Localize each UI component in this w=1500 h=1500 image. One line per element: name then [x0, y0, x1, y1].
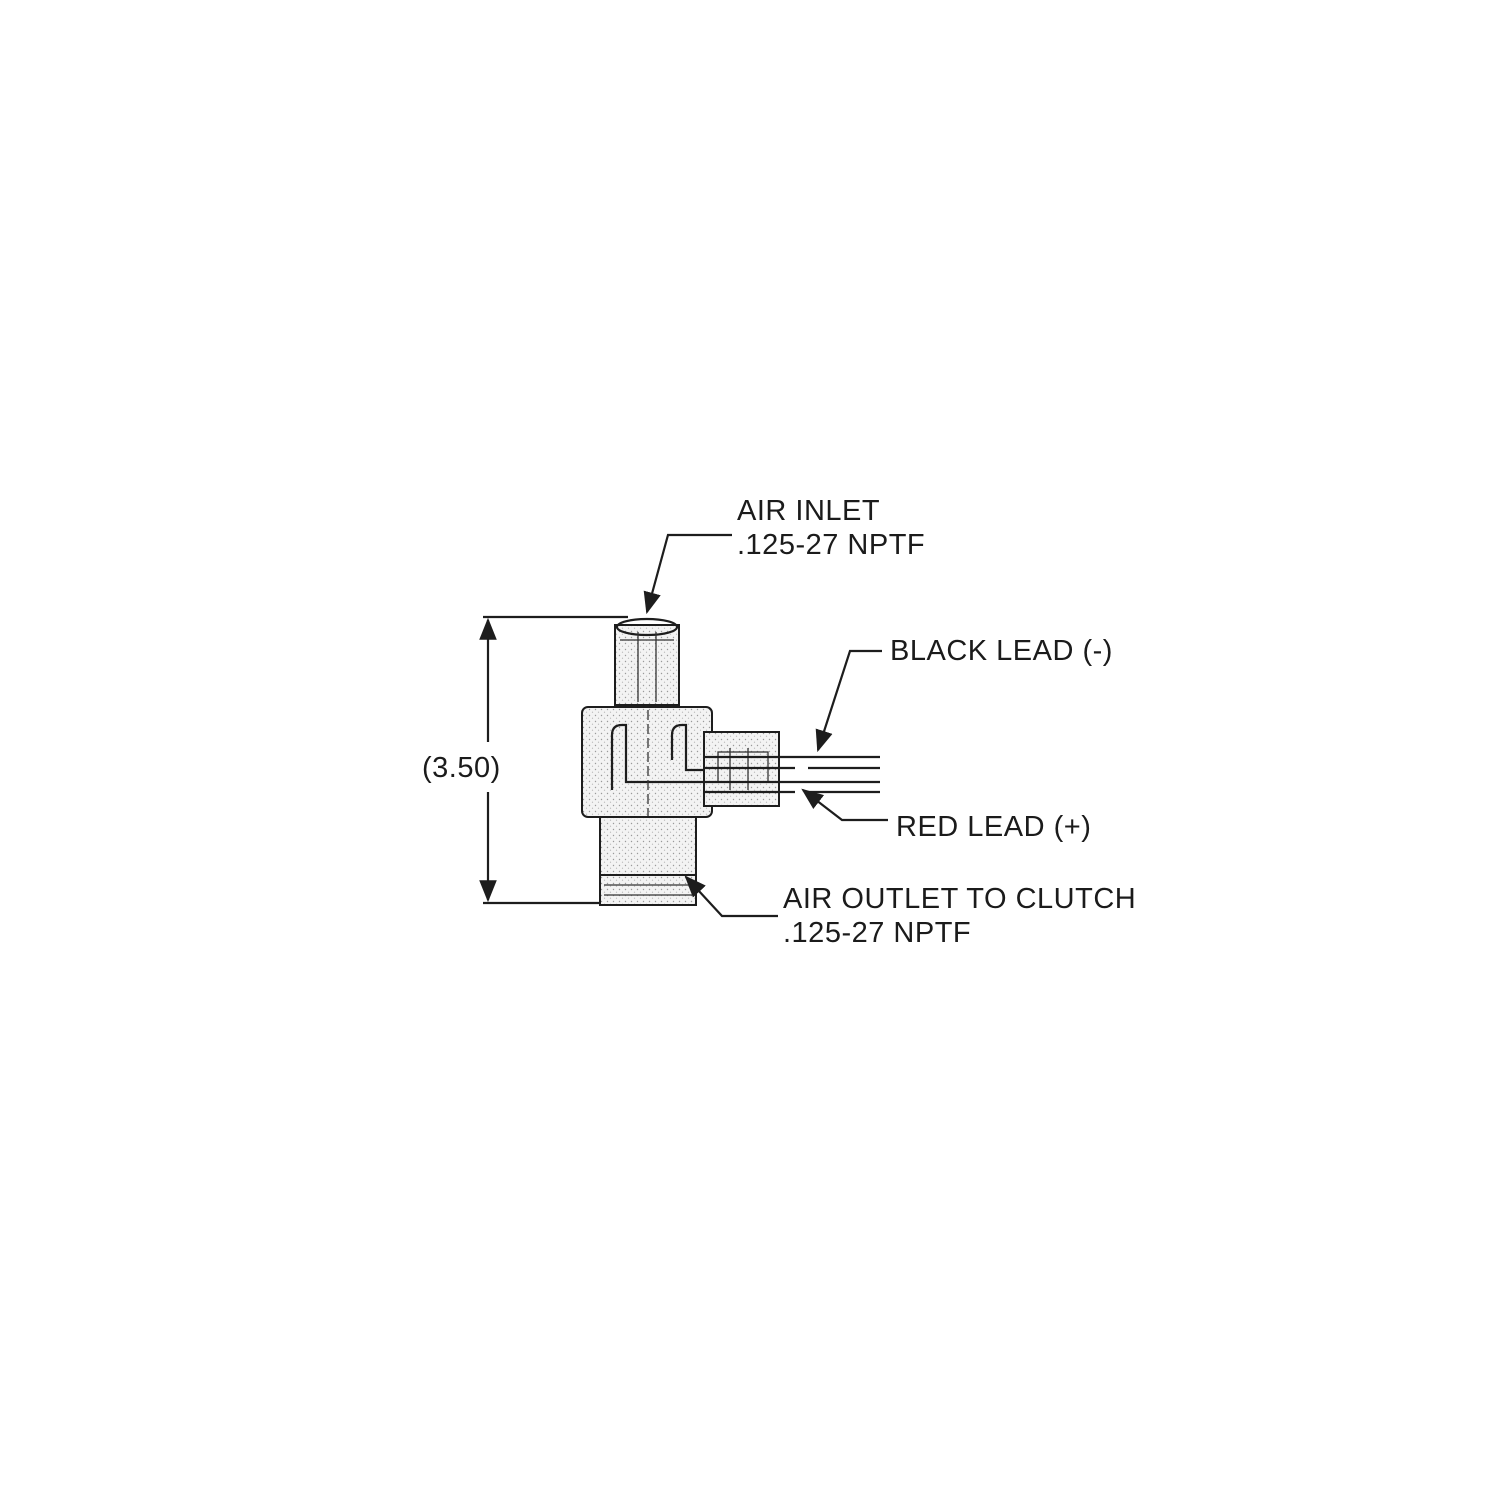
- inlet-fitting: [614, 624, 680, 706]
- inlet-cap: [615, 617, 679, 637]
- air-inlet-title: AIR INLET: [737, 495, 881, 527]
- air-inlet-spec: .125-27 NPTF: [737, 529, 926, 561]
- red-lead-label: RED LEAD (+): [896, 811, 1092, 843]
- outlet-fitting: [599, 874, 697, 906]
- black-lead-leader: [815, 649, 882, 753]
- outlet-section: [599, 816, 697, 876]
- air-inlet-leader: [643, 533, 732, 615]
- red-lead-leader: [801, 788, 888, 822]
- air-outlet-leader: [684, 875, 778, 918]
- air-inlet-label: AIR INLET .125-27 NPTF: [737, 494, 925, 562]
- air-outlet-spec: .125-27 NPTF: [783, 917, 972, 949]
- dimension-label: (3.50): [422, 752, 501, 784]
- air-outlet-title: AIR OUTLET TO CLUTCH: [783, 883, 1137, 915]
- air-outlet-label: AIR OUTLET TO CLUTCH .125-27 NPTF: [783, 882, 1136, 950]
- valve-body: [581, 706, 713, 818]
- black-lead-label: BLACK LEAD (-): [890, 635, 1113, 667]
